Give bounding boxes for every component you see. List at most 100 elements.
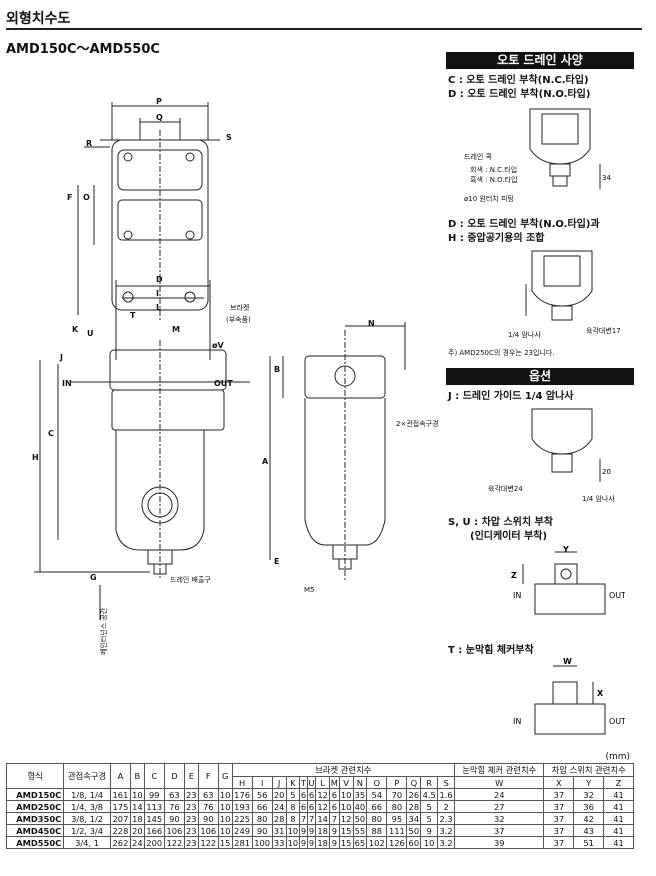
cell-value: 12 xyxy=(338,812,354,825)
cell-value: 60 xyxy=(406,836,422,849)
cell-value: 50 xyxy=(406,824,422,837)
cell-value: 106 xyxy=(197,824,219,837)
cell-value: 207 xyxy=(109,812,131,825)
fitting-label: ø10 원터치 피팅 xyxy=(464,195,514,203)
cell-port: 3/4, 1 xyxy=(63,836,111,849)
cell-value: 7 xyxy=(299,812,308,825)
cell-model: AMD150C xyxy=(5,788,65,801)
dim-h: H xyxy=(32,453,39,462)
subcol-u: U xyxy=(306,776,317,789)
switch-out: OUT xyxy=(609,591,625,600)
cell-value: 51 xyxy=(573,836,605,849)
cell-value: 281 xyxy=(231,836,253,849)
cell-value: 28 xyxy=(406,800,422,813)
cell-value: 8 xyxy=(285,800,301,813)
cell-value: 23 xyxy=(183,824,199,837)
cell-value: 80 xyxy=(386,800,408,813)
diff-switch-drawing: Y Z IN OUT xyxy=(511,545,625,615)
cell-value: 4.5 xyxy=(420,788,439,801)
cell-model: AMD350C xyxy=(5,812,65,825)
cell-value: 193 xyxy=(231,800,253,813)
cell-value: 33 xyxy=(271,836,287,849)
col-c: C xyxy=(143,763,165,789)
cell-value: 41 xyxy=(603,800,634,813)
cell-value: 23 xyxy=(183,800,199,813)
cell-value: 31 xyxy=(271,824,287,837)
combo-line-2: H : 중압공기용의 조합 xyxy=(448,233,545,244)
dim-s: S xyxy=(226,133,232,142)
cell-value: 15 xyxy=(338,824,354,837)
subcol-o: O xyxy=(366,776,388,789)
dim-34: 34 xyxy=(602,174,611,182)
cell-value: 80 xyxy=(251,812,273,825)
combo-drawing: 20 xyxy=(525,250,593,321)
col-d: D xyxy=(163,763,185,789)
cell-value: 9 xyxy=(306,824,317,837)
auto-drain-drawing: 34 xyxy=(529,108,611,189)
checker-in: IN xyxy=(513,717,521,726)
cell-value: 66 xyxy=(366,800,388,813)
cell-port: 3/8, 1/2 xyxy=(63,812,111,825)
cell-value: 18 xyxy=(315,836,330,849)
cell-value: 1.6 xyxy=(437,788,456,801)
port-size-label: 2×관접속구경 xyxy=(396,419,439,428)
cell-value: 9 xyxy=(299,836,308,849)
cell-value: 37 xyxy=(543,836,575,849)
col-a: A xyxy=(109,763,131,789)
bracket-label: 브라켓 xyxy=(230,303,250,312)
cell-value: 10 xyxy=(217,812,233,825)
cell-value: 6 xyxy=(299,788,308,801)
subcol-v: V xyxy=(338,776,354,789)
dim-f: F xyxy=(67,193,72,202)
cell-port: 1/2, 3/4 xyxy=(63,824,111,837)
cell-value: 2.3 xyxy=(437,812,456,825)
cell-value: 36 xyxy=(573,800,605,813)
dim-p: P xyxy=(156,97,162,106)
footnote-text: 주) AMD250C의 경우는 23입니다. xyxy=(448,349,555,357)
cell-model: AMD450C xyxy=(5,824,65,837)
dim-r: R xyxy=(86,139,92,148)
dim-a: A xyxy=(262,457,269,466)
cell-value: 56 xyxy=(251,788,273,801)
cell-value: 102 xyxy=(366,836,388,849)
dim-v: øV xyxy=(212,341,224,350)
cell-value: 41 xyxy=(603,836,634,849)
cell-value: 90 xyxy=(163,812,185,825)
dim-20-option: 20 xyxy=(602,468,611,476)
cell-value: 126 xyxy=(386,836,408,849)
subcol-q: Q xyxy=(406,776,422,789)
dim-w: W xyxy=(563,657,572,666)
col-b: B xyxy=(129,763,145,789)
bracket-accessory-label: (부속품) xyxy=(226,316,251,324)
cell-value: 88 xyxy=(366,824,388,837)
subcol-t: T xyxy=(299,776,308,789)
cell-value: 122 xyxy=(197,836,219,849)
cell-value: 95 xyxy=(386,812,408,825)
cell-value: 106 xyxy=(163,824,185,837)
col-f: F xyxy=(197,763,219,789)
dim-k: K xyxy=(72,325,79,334)
cell-value: 42 xyxy=(573,812,605,825)
dim-j: J xyxy=(59,353,63,362)
dim-g: G xyxy=(90,573,97,582)
thread-option-label: 1/4 암나사 xyxy=(582,495,615,503)
m5-label: M5 xyxy=(304,586,315,594)
cell-value: 2 xyxy=(437,800,456,813)
cell-value: 32 xyxy=(454,812,545,825)
port-in: IN xyxy=(62,379,72,388)
cell-value: 111 xyxy=(386,824,408,837)
cell-value: 9 xyxy=(420,824,439,837)
cell-value: 41 xyxy=(603,788,634,801)
table-header-row: 형식 관접속구경 A B C D E F G 브라켓 관련치수 눈막힘 체커 관… xyxy=(5,763,634,789)
checker-drawing: W X IN OUT xyxy=(513,657,625,735)
color-nc-label: 회색 : N.C.타입 xyxy=(470,166,518,174)
cell-value: 200 xyxy=(143,836,165,849)
drain-guide-drawing: 20 xyxy=(531,408,611,482)
cell-value: 15 xyxy=(217,836,233,849)
cell-value: 34 xyxy=(406,812,422,825)
option-d-text: D : 오토 드레인 부착(N.O.타입) xyxy=(448,89,591,100)
